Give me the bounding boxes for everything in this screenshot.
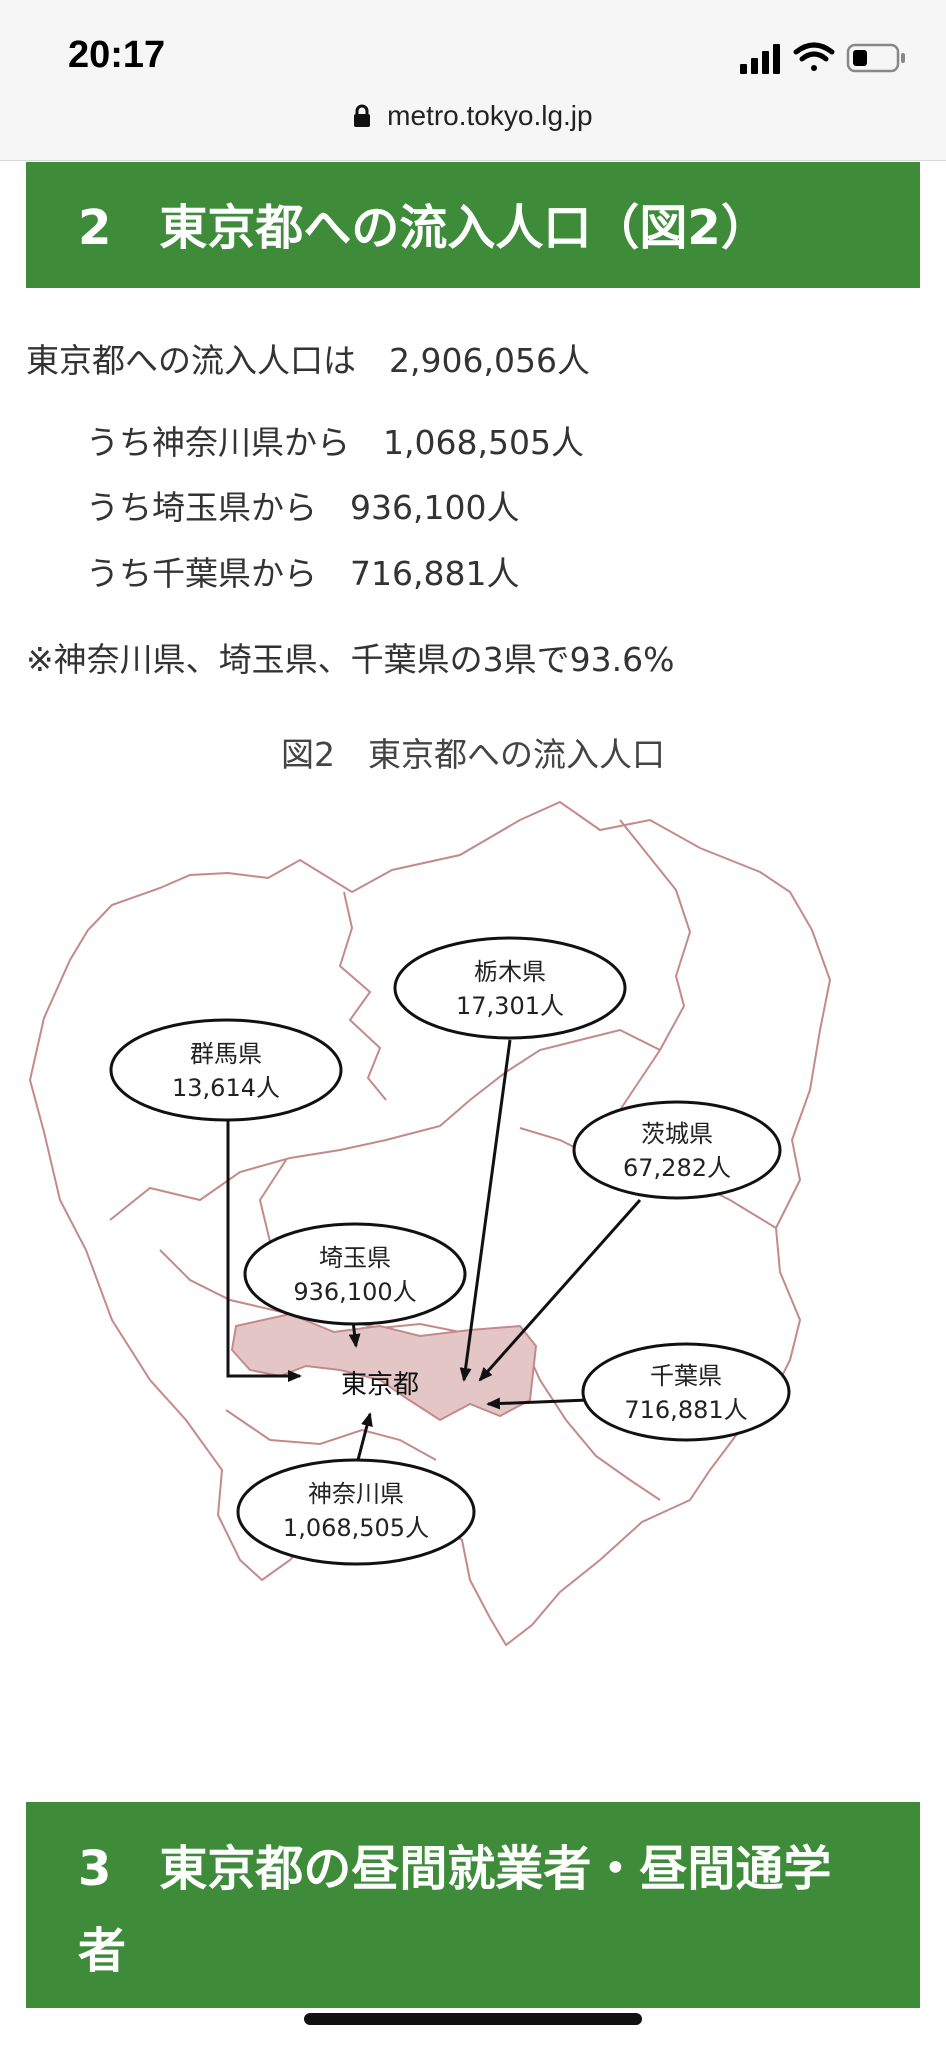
section-2-number: 2 [78,200,112,256]
kanagawa-bubble: 神奈川県 1,068,505人 [236,1458,476,1566]
three-prefecture-note: ※神奈川県、埼玉県、千葉県の3県で93.6% [26,640,675,679]
status-icons [740,42,905,74]
kanagawa-name: 神奈川県 [308,1480,404,1508]
gunma-name: 群馬県 [190,1040,262,1068]
inflow-map-figure: 東京都 栃木県 17,301人 群馬県 13,614人 茨 [0,780,946,1730]
chiba-name: 千葉県 [650,1362,722,1390]
kanagawa-value: 1,068,505人 [283,1514,429,1542]
gunma-bubble: 群馬県 13,614人 [109,1018,343,1122]
tochigi-name: 栃木県 [474,958,546,986]
saitama-name: 埼玉県 [319,1244,391,1272]
section-2-header: 2 東京都への流入人口（図2） [26,162,920,288]
chiba-bubble: 千葉県 716,881人 [581,1342,791,1442]
saitama-inflow-text: うち埼玉県から 936,100人 [86,488,520,527]
chiba-inflow-text: うち千葉県から 716,881人 [86,554,520,593]
tochigi-bubble: 栃木県 17,301人 [393,936,627,1040]
section-3-number: 3 [78,1841,112,1897]
lock-icon [354,104,371,127]
saitama-bubble: 埼玉県 936,100人 [243,1222,467,1326]
signal-icon [740,44,780,74]
ibaraki-bubble: 茨城県 67,282人 [572,1100,782,1200]
section-3-header: 3 東京都の昼間就業者・昼間通学 者 [26,1802,920,2008]
chiba-value: 716,881人 [624,1396,747,1424]
section-2-title: 東京都への流入人口（図2） [159,200,769,256]
kanagawa-inflow-text: うち神奈川県から 1,068,505人 [86,423,584,462]
section-3-title-line1: 東京都の昼間就業者・昼間通学 [159,1841,832,1897]
section-3-title-line2: 者 [78,1923,127,1979]
url-text: metro.tokyo.lg.jp [387,100,593,131]
wifi-icon [793,42,835,71]
address-bar[interactable]: metro.tokyo.lg.jp [0,100,946,132]
tokyo-label: 東京都 [341,1370,419,1400]
kanto-map: 東京都 栃木県 17,301人 群馬県 13,614人 茨 [28,800,832,1647]
battery-icon [846,43,905,73]
saitama-value: 936,100人 [293,1278,416,1306]
tochigi-value: 17,301人 [456,992,564,1020]
gunma-value: 13,614人 [172,1074,280,1102]
clock: 20:17 [68,34,166,76]
ibaraki-value: 67,282人 [623,1154,731,1182]
figure-caption: 図2 東京都への流入人口 [281,735,665,774]
browser-status-bar: 20:17 metro.tokyo.lg.jp [0,0,946,161]
tokyo-region [230,1312,538,1422]
ibaraki-name: 茨城県 [641,1120,713,1148]
total-inflow-text: 東京都への流入人口は 2,906,056人 [26,341,590,380]
home-indicator[interactable] [304,2013,642,2025]
